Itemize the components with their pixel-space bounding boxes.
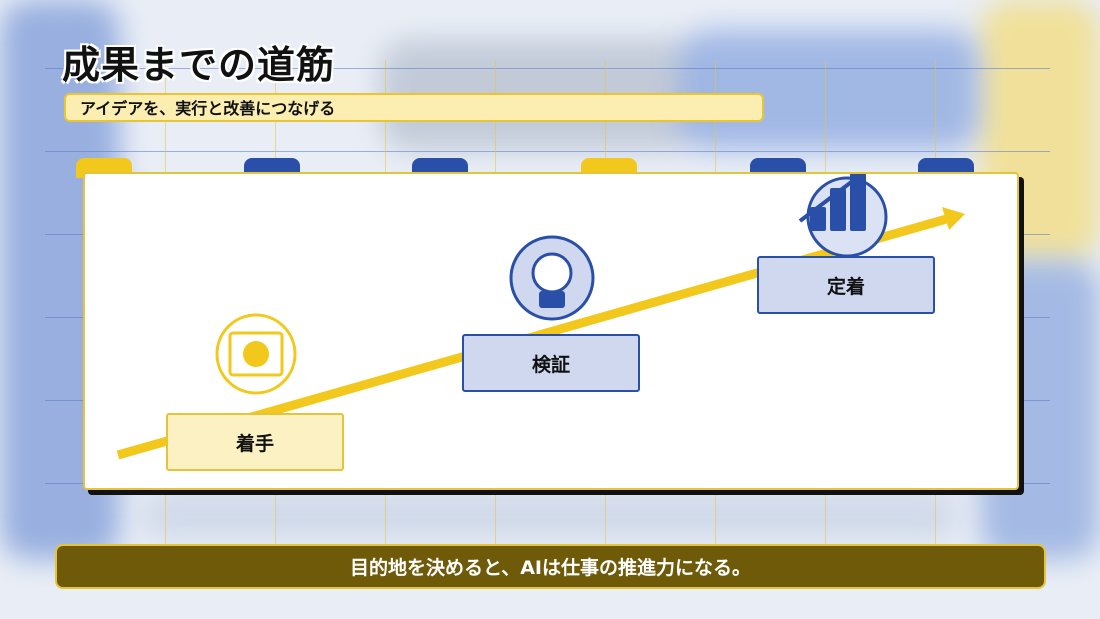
- step-label: 検証: [531, 353, 570, 376]
- step-label: 着手: [235, 432, 274, 455]
- step-box-establish: 定着: [757, 256, 935, 314]
- growth-chart-icon: [798, 174, 888, 258]
- step-box-start: 着手: [166, 413, 344, 471]
- footer-message: 目的地を決めると、AIは仕事の推進力になる。: [349, 557, 751, 579]
- roadmap-panel: 着手 検証 定着: [83, 172, 1019, 490]
- page-title: 成果までの道筋: [62, 43, 336, 87]
- footer-message-bar: 目的地を決めると、AIは仕事の推進力になる。: [55, 544, 1046, 589]
- target-sun-icon: [215, 313, 297, 395]
- step-box-verify: 検証: [462, 334, 640, 392]
- step-label: 定着: [826, 275, 865, 298]
- lightbulb-icon: [509, 235, 595, 321]
- progress-arrow-head: [942, 207, 965, 230]
- page-subtitle: アイデアを、実行と改善につなげる: [64, 93, 764, 122]
